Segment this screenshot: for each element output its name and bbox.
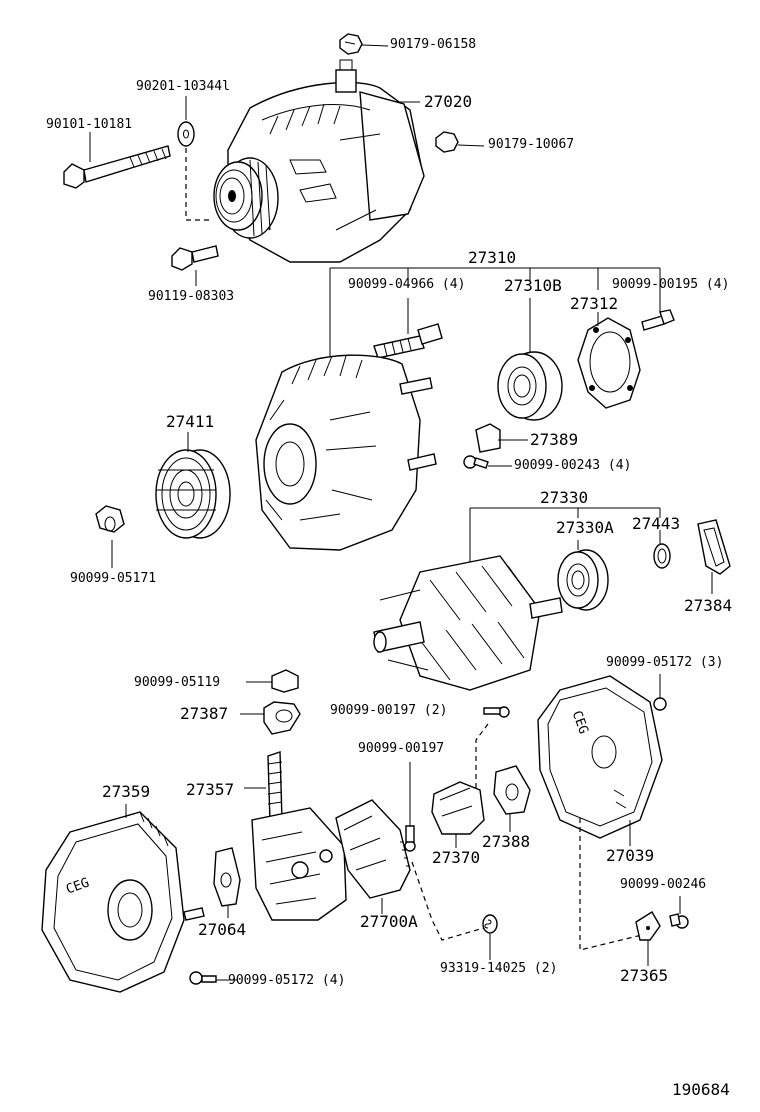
label-90119-08303: 90119-08303 [148, 289, 235, 304]
washer-90201-10344 [177, 121, 195, 147]
label-27330A: 27330A [556, 518, 614, 537]
leader-90179-10067 [457, 144, 485, 147]
pulley-27411 [155, 449, 231, 539]
bearing-27310B [497, 351, 563, 421]
label-27064: 27064 [198, 920, 247, 939]
label-27310: 27310 [468, 248, 517, 267]
clip-27365 [635, 911, 661, 941]
washer-93319-14025 [482, 914, 498, 934]
cap-90099-05119 [271, 669, 299, 693]
screw-90099-05172-4 [189, 971, 217, 985]
insulator-27388 [493, 765, 531, 815]
rectifier-27357 [251, 751, 347, 921]
bolt-90119-08303 [171, 245, 219, 271]
ring-27443 [653, 543, 671, 569]
label-27384: 27384 [684, 596, 733, 615]
label-90099-00197-2: 90099-00197 (2) [330, 703, 448, 718]
insulator-27389 [475, 423, 501, 453]
label-90101-10181: 90101-10181 [46, 117, 133, 132]
label-27411: 27411 [166, 412, 215, 431]
nut-90179-10067 [435, 131, 459, 153]
label-90099-00195: 90099-00195 (4) [612, 277, 730, 292]
label-90099-05119: 90099-05119 [134, 675, 221, 690]
screw-90099-00246 [669, 913, 689, 929]
nut-90099-05171 [95, 505, 125, 533]
bracket-27310 [329, 267, 661, 360]
stud-90099-04966 [373, 323, 443, 359]
screw-90099-00243 [463, 455, 489, 469]
label-90099-00246: 90099-00246 [620, 877, 707, 892]
end-frame-27359 [41, 811, 205, 993]
label-27443: 27443 [632, 514, 681, 533]
label-27359: 27359 [102, 782, 151, 801]
diagram-id: 190684 [672, 1080, 730, 1099]
brush-holder-27370 [431, 781, 485, 835]
label-90099-05172-4: 90099-05172 (4) [228, 973, 346, 988]
rotor-27330 [373, 555, 563, 691]
label-90099-05171: 90099-05171 [70, 571, 157, 586]
dashed-connector-93319 [411, 861, 485, 941]
regulator-27700A [335, 799, 411, 899]
label-27370: 27370 [432, 848, 481, 867]
label-90099-00197: 90099-00197 [358, 741, 445, 756]
insulator-27064 [213, 847, 241, 907]
leader-90179-06158 [361, 44, 389, 47]
rear-end-cover-27039 [537, 675, 667, 839]
label-27310B: 27310B [504, 276, 562, 295]
cover-27384 [697, 519, 731, 575]
label-90099-05172-3: 90099-05172 (3) [606, 655, 724, 670]
bolt-90101-10181 [63, 145, 171, 189]
nut-90179-06158 [339, 33, 363, 55]
drive-end-frame [255, 354, 437, 551]
alternator-assembly-27020 [213, 59, 425, 263]
label-27388: 27388 [482, 832, 531, 851]
label-93319-14025: 93319-14025 (2) [440, 961, 558, 976]
bushing-27387 [263, 701, 301, 735]
label-90179-10067: 90179-10067 [488, 137, 575, 152]
label-90201-10344: 90201-10344l [136, 79, 230, 94]
label-27330: 27330 [540, 488, 589, 507]
label-90179-06158: 90179-06158 [390, 37, 477, 52]
label-27312: 27312 [570, 294, 619, 313]
label-90099-00243: 90099-00243 (4) [514, 458, 632, 473]
dashed-connector-00197-2 [475, 723, 489, 800]
dashed-connector-washer [185, 148, 212, 221]
bearing-27330A [557, 549, 609, 611]
label-27357: 27357 [186, 780, 235, 799]
label-27389: 27389 [530, 430, 579, 449]
label-27039: 27039 [606, 846, 655, 865]
screw-90099-00195 [641, 309, 675, 331]
label-27387: 27387 [180, 704, 229, 723]
label-27365: 27365 [620, 966, 669, 985]
label-27020: 27020 [424, 92, 473, 111]
label-90099-04966: 90099-04966 (4) [348, 277, 466, 292]
label-27700A: 27700A [360, 912, 418, 931]
screw-90099-00197-2 [483, 706, 510, 718]
retainer-plate-27312 [577, 317, 641, 409]
screw-90099-00197 [404, 825, 416, 852]
